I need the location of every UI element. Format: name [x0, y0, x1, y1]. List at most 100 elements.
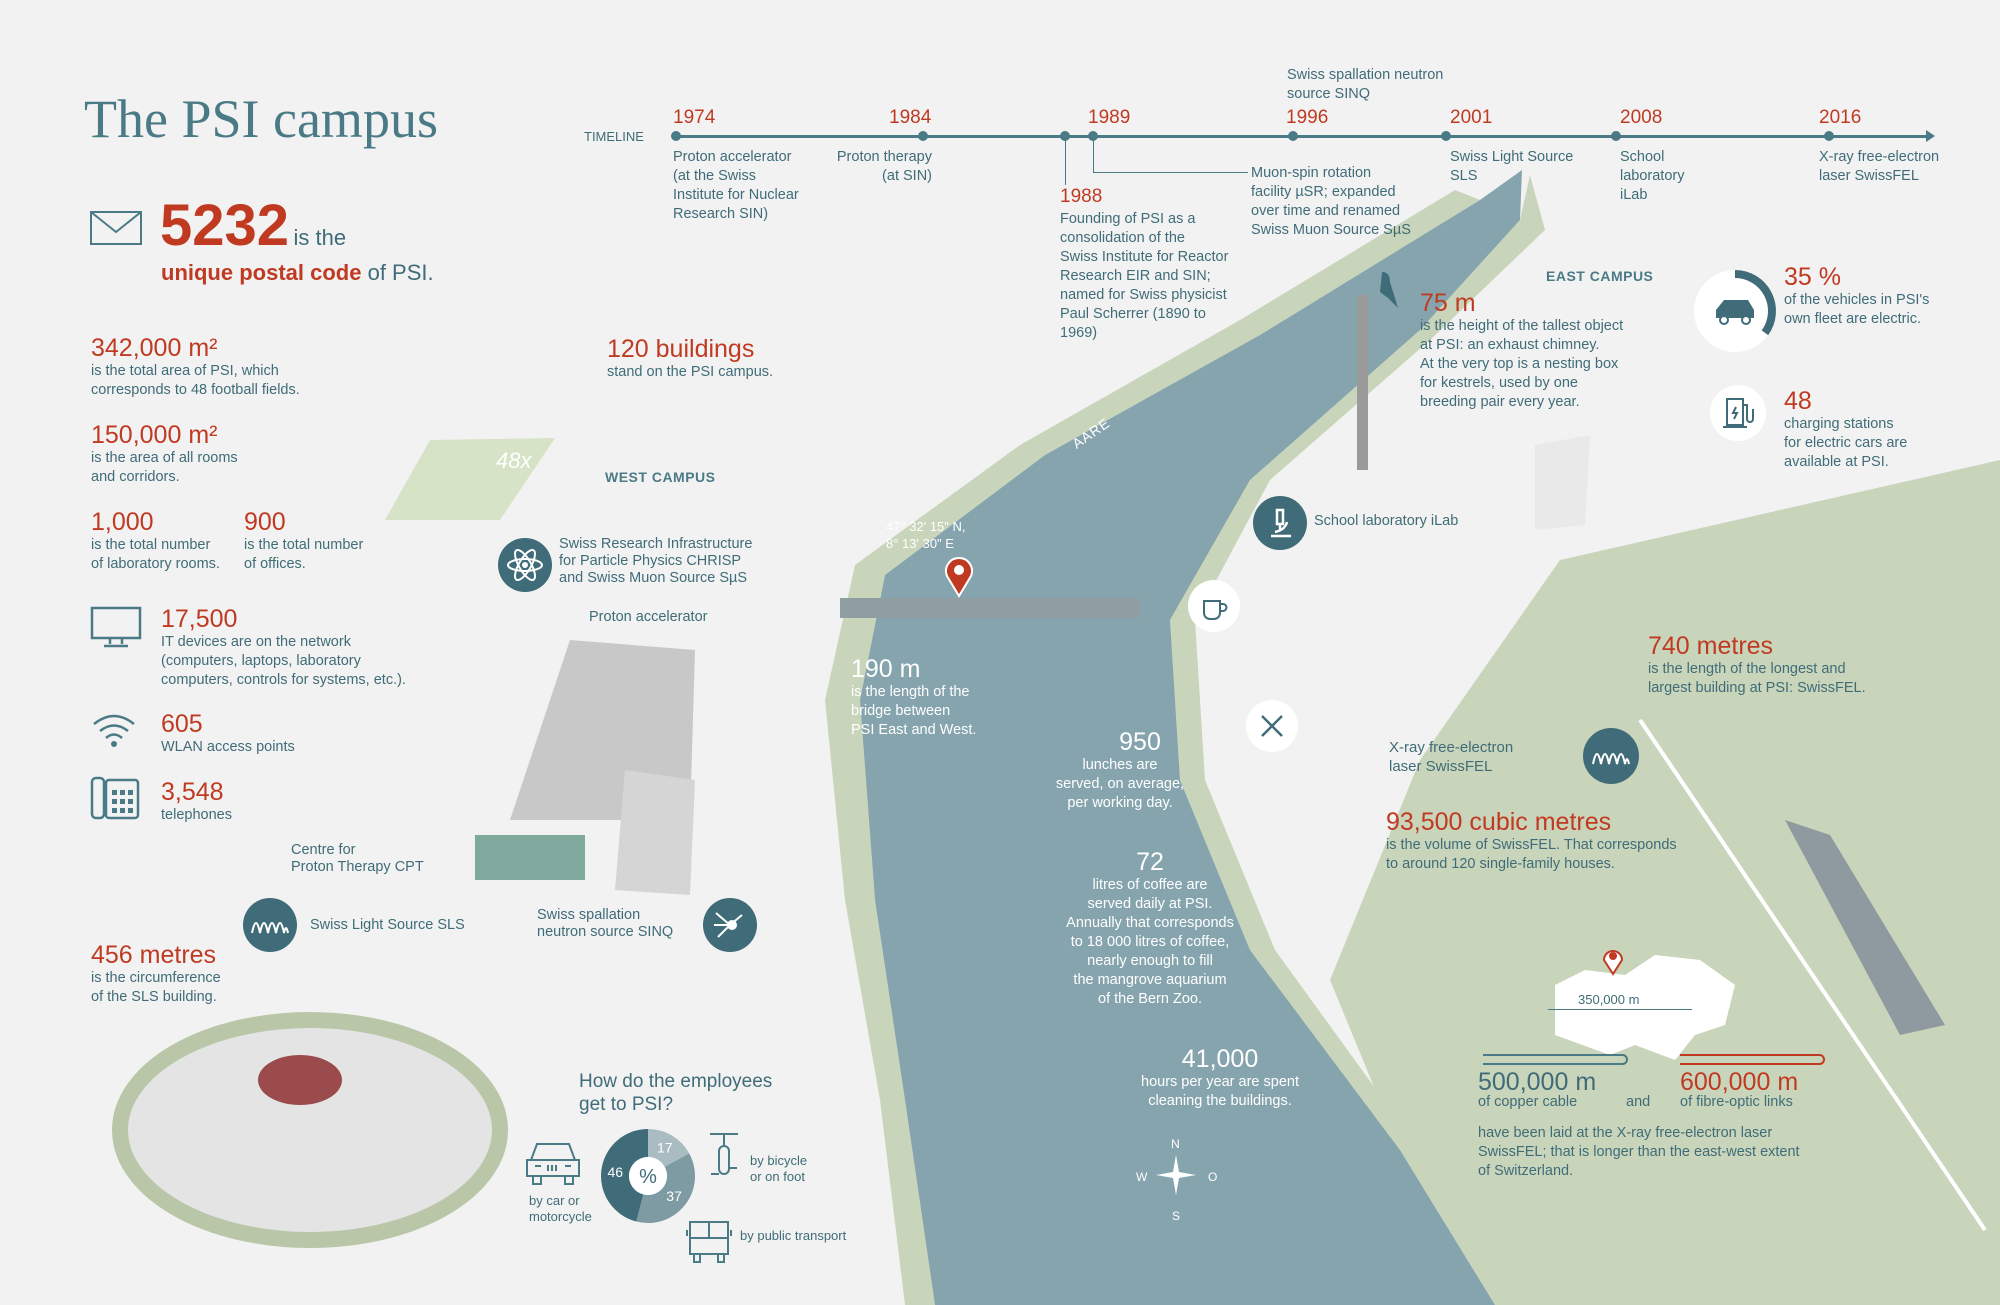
stat-value: 3,548 [161, 778, 224, 806]
stat-desc: (computers, laptops, laboratory [161, 653, 361, 669]
text-line: own fleet are electric. [1784, 311, 1922, 327]
timeline-dot[interactable] [1611, 131, 1621, 141]
monitor-icon [90, 606, 142, 648]
kestrel-icon [1380, 272, 1398, 308]
text-line: or on foot [750, 1169, 805, 1184]
timeline-dot[interactable] [1060, 131, 1070, 141]
compass-w: W [1136, 1170, 1148, 1184]
page-title: The PSI campus [84, 89, 438, 149]
cables-desc: have been laid at the X-ray free-electro… [1478, 1124, 1800, 1181]
timeline-dot[interactable] [1088, 131, 1098, 141]
location-pin-icon[interactable] [944, 556, 974, 598]
microscope-icon[interactable] [1253, 496, 1307, 550]
stat-desc: stand on the PSI campus. [607, 364, 774, 380]
text-line: is the height of the tallest object [1420, 318, 1624, 334]
text-line: available at PSI. [1784, 454, 1889, 470]
compass-s: S [1172, 1209, 1181, 1223]
land-east [1330, 460, 2000, 1305]
donut-unit-label: % [639, 1166, 657, 1188]
stat-desc: is the circumference [91, 970, 221, 986]
electric-car-icon [1694, 270, 1776, 352]
sls-inner-ring [258, 1055, 342, 1105]
cutlery-icon[interactable] [1246, 700, 1298, 752]
text-line: laboratory [1620, 168, 1685, 184]
stat-desc: is the total number [91, 537, 211, 553]
swissfel-building [1638, 718, 1987, 1232]
text-line: at PSI: an exhaust chimney. [1420, 337, 1600, 353]
donut-center [629, 1157, 667, 1195]
timeline-year: 1988 [1060, 186, 1103, 207]
wifi-icon [93, 714, 135, 747]
coffee-cup-icon[interactable] [1188, 580, 1240, 632]
timeline-label: TIMELINE [584, 129, 644, 144]
swissfel-hall [1785, 820, 1945, 1035]
east-campus-label: EAST CAMPUS [1546, 268, 1654, 284]
sls-wave-icon[interactable] [243, 898, 297, 952]
text-line: of the vehicles in PSI's [1784, 292, 1930, 308]
river-aare [860, 170, 1522, 1305]
stat-desc: of laboratory rooms. [91, 556, 220, 572]
text-line: X-ray free-electron [1819, 149, 1940, 165]
bus-icon [686, 1221, 732, 1263]
stat-value: 342,000 m² [91, 334, 218, 362]
text-line: Research SIN) [673, 206, 769, 222]
text-line: charging stations [1784, 416, 1894, 432]
envelope-icon [90, 211, 142, 245]
stat-desc: corresponds to 48 football fields. [91, 382, 300, 398]
stat-value: 48 [1784, 387, 1812, 415]
timeline-dot[interactable] [1824, 131, 1834, 141]
psi-location-pin-icon [1602, 950, 1624, 976]
compass-rose: N S W O [1130, 1135, 1222, 1225]
switzerland-width-line [1548, 1009, 1692, 1010]
fibre-value: 600,000 m [1680, 1068, 1799, 1096]
timeline-dot[interactable] [1288, 131, 1298, 141]
stat-desc: WLAN access points [161, 739, 295, 755]
text-line: (at the Swiss [673, 168, 756, 184]
compass-n: N [1171, 1137, 1180, 1151]
text-line: consolidation of the [1060, 230, 1185, 246]
text-line: by car or [529, 1193, 580, 1208]
text-line: Proton therapy [836, 149, 932, 165]
ilab-label: School laboratory iLab [1314, 513, 1459, 529]
text-line: is the length of the longest and [1648, 661, 1846, 677]
timeline-desc: X-ray free-electron laser SwissFEL [1819, 148, 1939, 186]
stat-desc: IT devices are on the network [161, 634, 351, 650]
neutron-burst-icon[interactable] [703, 898, 757, 952]
text-line: Annually that corresponds [1066, 915, 1234, 931]
text-line: laser SwissFEL [1819, 168, 1919, 184]
atom-icon[interactable] [498, 538, 552, 592]
timeline-year: 2016 [1819, 107, 1862, 128]
stat-desc: computers, controls for systems, etc.). [161, 672, 406, 688]
east-tall-building [1535, 435, 1590, 530]
text-line: Swiss Institute for Reactor [1060, 249, 1229, 265]
text-line: over time and renamed [1251, 203, 1401, 219]
stat-value: 950 [1119, 728, 1161, 756]
connector-1988 [1065, 140, 1066, 185]
timeline-dot[interactable] [918, 131, 928, 141]
stat-value: 1,000 [91, 508, 154, 536]
timeline-dot[interactable] [671, 131, 681, 141]
text-line: source SINQ [1287, 86, 1370, 102]
swissfel-wave-icon[interactable] [1583, 728, 1639, 784]
text-line: X-ray free-electron [1389, 739, 1514, 756]
text-line: Institute for Nuclear [673, 187, 799, 203]
timeline-dot[interactable] [1441, 131, 1451, 141]
telephone-icon [90, 776, 140, 820]
